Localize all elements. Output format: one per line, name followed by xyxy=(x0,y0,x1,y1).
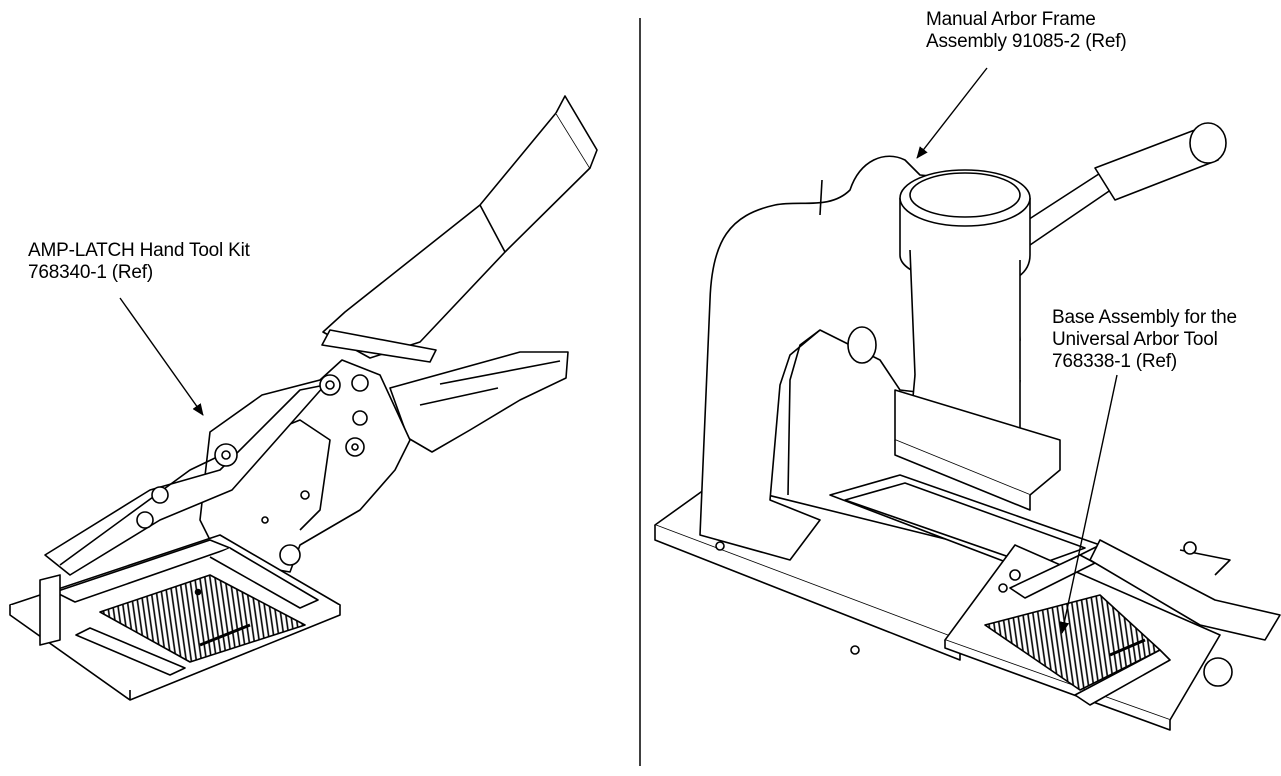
base-assembly-label-line2: Universal Arbor Tool xyxy=(1052,329,1218,350)
arbor-press-illustration xyxy=(654,122,1281,731)
hand-tool-illustration xyxy=(9,95,598,701)
base-assembly-label-line1: Base Assembly for the xyxy=(1052,307,1237,328)
arbor-frame-label-line2: Assembly 91085-2 (Ref) xyxy=(926,31,1127,52)
hand-tool-leader-arrow xyxy=(119,297,204,416)
base-assembly-label-line3: 768338-1 (Ref) xyxy=(1052,351,1177,372)
arbor-frame-label: Manual Arbor Frame Assembly 91085-2 (Ref… xyxy=(926,9,1127,53)
hand-tool-kit-label: AMP-LATCH Hand Tool Kit 768340-1 (Ref) xyxy=(28,240,250,284)
arbor-frame-label-line1: Manual Arbor Frame xyxy=(926,9,1096,30)
arbor-frame-leader-arrow xyxy=(916,67,988,159)
base-assembly-leader-arrow xyxy=(1059,374,1118,634)
hand-tool-label-line1: AMP-LATCH Hand Tool Kit xyxy=(28,240,250,261)
base-assembly-label: Base Assembly for the Universal Arbor To… xyxy=(1052,307,1237,373)
hand-tool-label-line2: 768340-1 (Ref) xyxy=(28,262,153,283)
